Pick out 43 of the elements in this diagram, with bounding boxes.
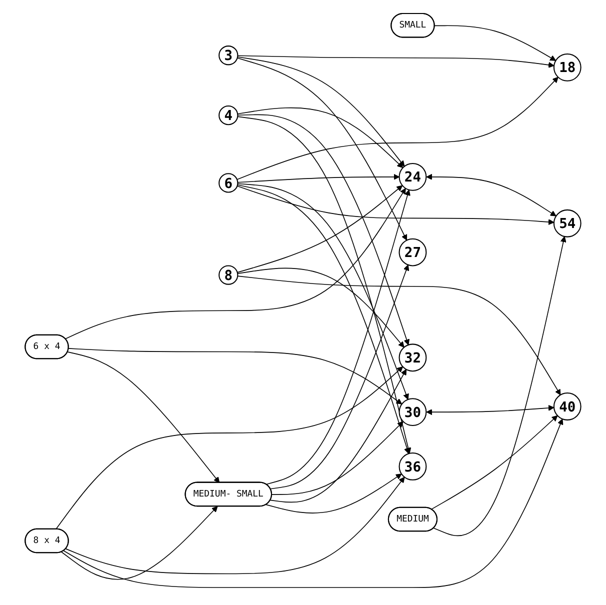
arrow: [64, 188, 406, 340]
arrow: [63, 418, 564, 588]
node-circle: 6: [218, 173, 238, 193]
arrow: [237, 55, 554, 68]
arrow: [236, 76, 558, 180]
arrow: [68, 348, 402, 404]
arrow: [434, 25, 556, 61]
arrow: [433, 236, 566, 536]
arrow: [67, 352, 220, 483]
node-circle: 36: [398, 452, 427, 480]
arrow: [270, 369, 406, 503]
arrow: [236, 185, 403, 273]
node-circle: 3: [218, 46, 238, 66]
node-circle: 54: [553, 209, 582, 238]
arrow: [270, 264, 410, 490]
arrow: [426, 404, 554, 416]
arrow: [65, 476, 405, 574]
node-circle: 8: [218, 265, 238, 285]
node-circle: 18: [553, 53, 582, 82]
arrow: [237, 184, 410, 454]
node-circle: 30: [398, 398, 427, 426]
arrow: [237, 114, 410, 346]
arrow: [237, 116, 412, 454]
arrow: [237, 268, 404, 348]
arrow: [237, 276, 561, 396]
arrow: [426, 174, 556, 216]
node-circle: 40: [553, 392, 582, 420]
arrow: [56, 366, 404, 530]
arrow: [266, 474, 402, 514]
node-circle: 24: [398, 162, 427, 191]
arrow: [271, 421, 404, 495]
arrow: [236, 186, 554, 226]
arrow: [430, 415, 558, 510]
arrow: [237, 56, 405, 167]
arrow: [237, 107, 404, 168]
arrow: [236, 58, 408, 240]
arrow: [61, 506, 218, 580]
node-circle: 32: [398, 344, 427, 372]
arrow: [266, 190, 410, 485]
arrow: [237, 174, 400, 183]
arrow: [237, 183, 409, 400]
node-circle: 27: [398, 238, 427, 266]
node-circle: 4: [218, 106, 238, 126]
